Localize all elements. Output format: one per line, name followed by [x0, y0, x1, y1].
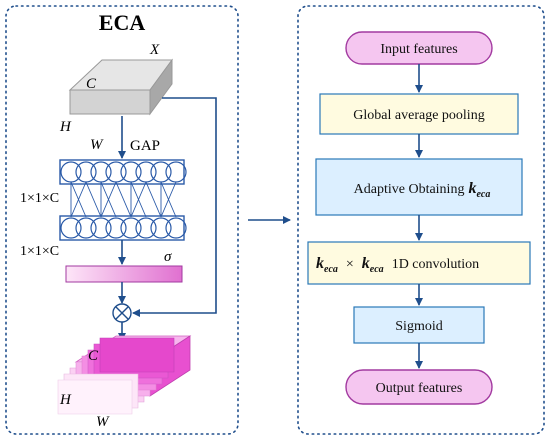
gap-node [319, 93, 519, 135]
conv-connections [70, 181, 177, 218]
multiply-node [112, 303, 132, 323]
right-panel-frame [297, 5, 545, 435]
pooled-vector-frame [59, 159, 185, 185]
input-h-label: H [59, 119, 72, 135]
conv-suffix: 1D convolution [392, 257, 480, 272]
output-tensor [57, 335, 192, 415]
adaptive-k-sub: eca [476, 189, 490, 200]
sigmoid-weights-bar [65, 265, 183, 283]
sigmoid-node [353, 306, 485, 344]
input-x-label: X [149, 42, 160, 58]
skip-connection-arrow [132, 97, 217, 317]
gap-node-label: Global average pooling [353, 108, 484, 123]
conv-vector-nodes [60, 217, 187, 239]
dim-label-1: 1×1×C [20, 191, 59, 206]
conv-k-2-sub: eca [370, 264, 384, 275]
output-features-label: Output features [376, 381, 463, 396]
eca-title: ECA [99, 10, 146, 35]
left-panel-frame [5, 5, 239, 435]
conv-k-1: k [316, 255, 324, 272]
gap-label: GAP [130, 138, 160, 154]
output-c-label: C [88, 348, 99, 364]
input-c-label: C [86, 76, 97, 92]
input-features-label: Input features [380, 42, 457, 57]
conv-node [307, 241, 531, 285]
adaptive-text: Adaptive Obtaining [354, 182, 465, 197]
sigmoid-node-label: Sigmoid [395, 319, 442, 334]
adaptive-k: k [468, 180, 476, 197]
output-w-label: W [96, 414, 110, 430]
input-w-label: W [90, 137, 104, 153]
conv-k-2: k [362, 255, 370, 272]
output-h-label: H [59, 392, 72, 408]
adaptive-node [315, 158, 523, 216]
input-tensor [68, 58, 173, 116]
conv-times: × [346, 257, 354, 272]
conv-k-1-sub: eca [324, 264, 338, 275]
pooled-vector-nodes [60, 161, 187, 183]
output-features-node [345, 369, 493, 405]
dim-label-2: 1×1×C [20, 244, 59, 259]
sigma-label: σ [164, 249, 172, 265]
